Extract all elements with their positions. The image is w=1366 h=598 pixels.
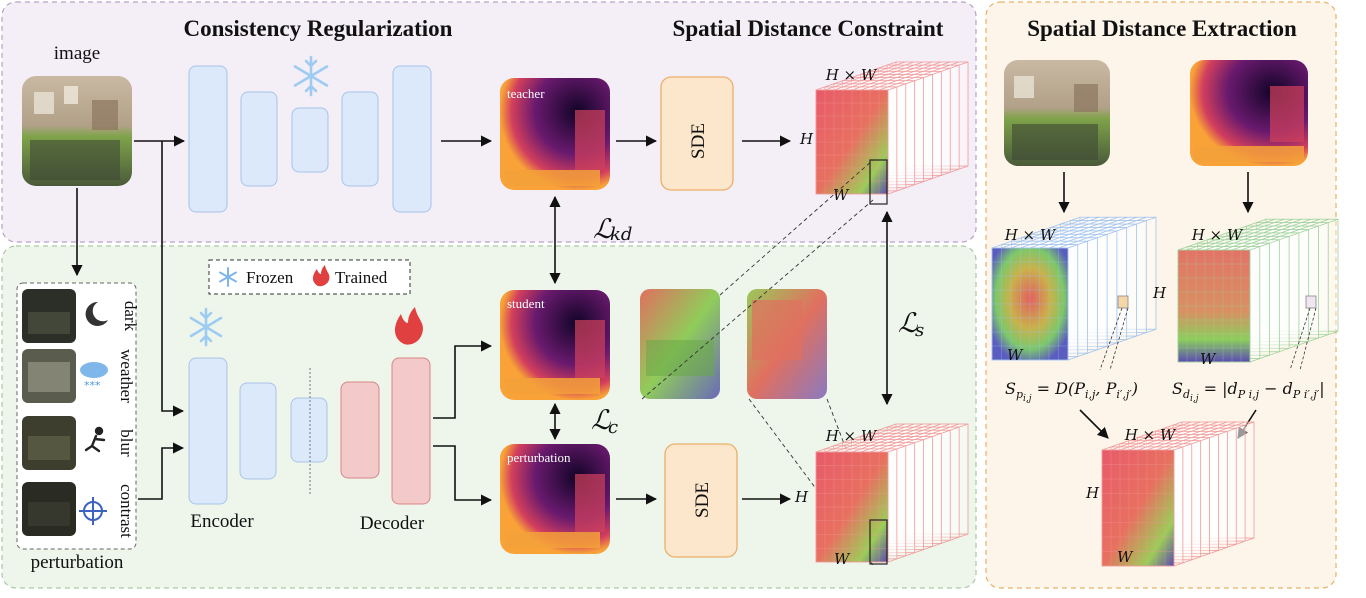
image-label: image — [54, 43, 100, 64]
svg-text:ℒ: ℒ — [593, 214, 613, 245]
snowflake-icon — [293, 55, 329, 97]
crop-student-heatmap — [640, 289, 720, 399]
perturbation-depth-map — [500, 444, 610, 554]
legend-box — [208, 259, 411, 295]
highlight-cell — [869, 159, 888, 205]
grid-green-slice — [1255, 222, 1329, 336]
cloud-snow-icon: *** — [80, 362, 108, 392]
svg-text:ℒ: ℒ — [898, 308, 918, 339]
perturbation-weather — [22, 349, 76, 403]
grid-green-w: W — [1200, 350, 1217, 368]
sde-box-top — [660, 76, 734, 191]
perturbation-weather-label: weather — [117, 349, 136, 403]
perturbation-contrast-label: contrast — [117, 484, 136, 538]
grid-top-slice — [877, 67, 951, 173]
grid-blue-hw: H × W — [1004, 226, 1057, 244]
svg-text:s: s — [915, 320, 924, 341]
grid-bottom-h: H — [794, 488, 809, 506]
teacher-depth-map — [500, 78, 610, 190]
legend-frozen: Frozen — [246, 268, 294, 287]
grid-green-slice — [1265, 218, 1339, 332]
encoder-label: Encoder — [190, 511, 254, 532]
snowflake-icon-student — [189, 307, 223, 347]
grid-bottom-hw: H × W — [825, 427, 878, 445]
svg-text:c: c — [608, 417, 618, 438]
grid-green-h: H — [1152, 284, 1167, 302]
grid-final-slice — [1163, 427, 1237, 545]
contrast-icon — [79, 497, 107, 525]
legend-trained: Trained — [335, 268, 388, 287]
grid-top-hw: H × W — [825, 66, 878, 84]
grid-green-hw: H × W — [1191, 226, 1244, 244]
grid-final-w: W — [1117, 548, 1134, 566]
moon-icon — [85, 301, 108, 326]
title-sde-panel: Spatial Distance Extraction — [1027, 16, 1297, 41]
title-consistency: Consistency Regularization — [184, 16, 453, 41]
depth-distance-grid — [1177, 218, 1339, 371]
highlight-cell — [869, 519, 888, 565]
decoder-label: Decoder — [360, 513, 425, 534]
student-depth-map — [500, 290, 610, 400]
perturbation-tile-label: perturbation — [507, 450, 571, 465]
legend-snowflake-icon — [219, 267, 237, 287]
position-distance-grid — [991, 216, 1157, 371]
crop-perturbation-heatmap — [747, 289, 827, 399]
student-label: student — [507, 296, 545, 311]
student-encoder — [188, 357, 328, 505]
running-icon — [84, 426, 106, 453]
loss-s: ℒ s — [898, 308, 924, 341]
sde-box-bottom — [664, 443, 738, 558]
perturbation-blur-label: blur — [117, 429, 136, 457]
grid-blue-w: W — [1007, 346, 1024, 364]
svg-text:kd: kd — [610, 224, 632, 245]
sde-output-grid — [1101, 421, 1255, 567]
reference-cell — [1117, 295, 1129, 309]
grid-top-h: H — [799, 130, 814, 148]
grid-top-w: W — [833, 186, 850, 204]
title-sdc: Spatial Distance Constraint — [673, 16, 944, 41]
sde-input-image — [1004, 60, 1110, 166]
loss-kd: ℒ kd — [593, 214, 632, 245]
input-image — [22, 76, 132, 186]
grid-top-slice — [895, 61, 969, 167]
svg-text:***: *** — [84, 379, 101, 392]
grid-final-h: H — [1085, 484, 1100, 502]
student-decoder — [340, 357, 431, 505]
perturbation-dark — [22, 289, 76, 343]
grid-final-slice — [1172, 424, 1246, 542]
flame-icon — [394, 307, 424, 345]
perturbation-contrast — [22, 482, 76, 536]
grid-final-slice — [1181, 421, 1255, 539]
sde-depth-image — [1190, 60, 1308, 166]
loss-c: ℒ c — [591, 405, 618, 438]
grid-bottom-w: W — [834, 550, 851, 568]
perturbation-dark-label: dark — [121, 301, 140, 332]
svg-text:ℒ: ℒ — [591, 405, 611, 436]
distance-grid-bottom — [815, 423, 969, 565]
sde-label-bottom: SDE — [692, 482, 713, 518]
perturbation-blur — [22, 416, 76, 470]
grid-final-hw: H × W — [1124, 426, 1177, 444]
distance-grid-top — [815, 61, 969, 205]
teacher-network — [188, 65, 432, 213]
perturbation-label: perturbation — [31, 552, 124, 573]
legend-flame-icon — [313, 265, 330, 287]
sde-label-top: SDE — [688, 123, 709, 159]
reference-cell — [1305, 295, 1317, 309]
teacher-label: teacher — [507, 86, 545, 101]
